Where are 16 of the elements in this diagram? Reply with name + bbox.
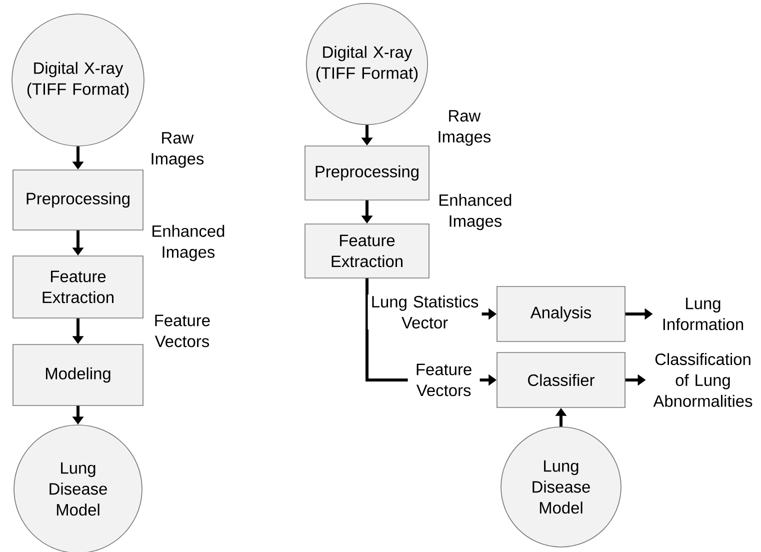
process-box: Classifier xyxy=(496,352,626,408)
edge-label: Enhanced Images xyxy=(440,194,512,230)
output-text: Classification of Lung Abnormalities xyxy=(653,353,752,407)
edge-label: Enhanced Images xyxy=(152,224,224,262)
edge-label: Raw Images xyxy=(152,132,204,168)
process-box: Modeling xyxy=(12,344,144,406)
process-box: Feature Extraction xyxy=(304,224,430,278)
edge-label: Lung Statistics Vector xyxy=(368,294,482,330)
output-text: Lung Information xyxy=(663,298,744,330)
process-box: Analysis xyxy=(496,286,626,342)
edge-label: Feature Vectors xyxy=(154,314,210,348)
process-box: Feature Extraction xyxy=(12,256,144,318)
process-box: Preprocessing xyxy=(12,170,144,230)
process-box: Preprocessing xyxy=(304,146,430,200)
edge-label: Feature Vectors xyxy=(408,362,480,398)
edge-label: Raw Images xyxy=(438,110,491,146)
